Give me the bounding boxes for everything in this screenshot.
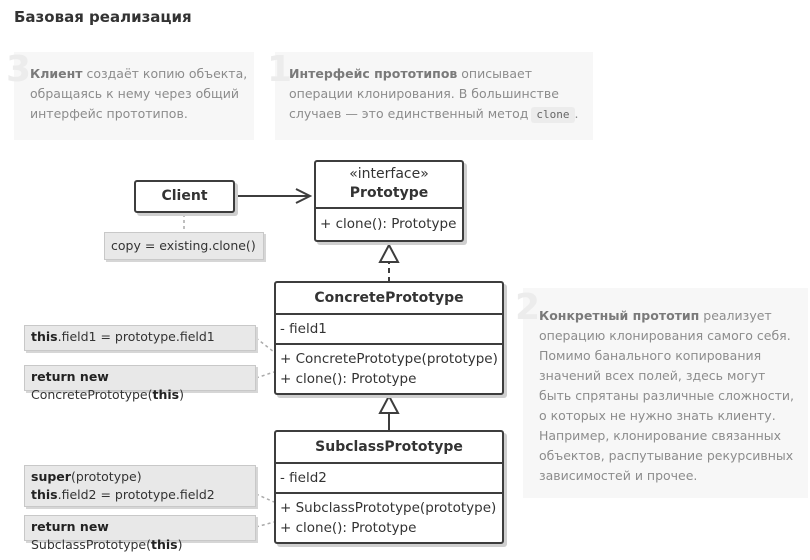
note-client: 3 Клиент создаёт копию объекта, обращаяс…: [6, 52, 254, 140]
code-keyword: super: [31, 469, 71, 484]
class-name: ConcretePrototype: [276, 283, 502, 315]
note-text: Клиент создаёт копию объекта, обращаясь …: [30, 64, 250, 124]
code-text: ): [179, 387, 184, 402]
code-note-concrete-ctor: this.field1 = prototype.field1: [24, 325, 256, 351]
note-number: 3: [6, 49, 32, 90]
class-header: «interface» Prototype: [316, 162, 462, 209]
sub-ctor-link: [255, 493, 275, 503]
note-body: описывает операции клонирования. В больш…: [289, 66, 559, 121]
code-text: (prototype): [70, 469, 142, 484]
method: + clone(): Prototype: [280, 520, 417, 536]
class-concrete-prototype: ConcretePrototype - field1 + ConcretePro…: [274, 281, 504, 395]
code-note-concrete-clone: return new ConcretePrototype(this): [24, 365, 256, 402]
note-text: Конкретный прототип реализует операцию к…: [539, 306, 801, 486]
class-name: Client: [161, 188, 208, 204]
note-bold: Конкретный прототип: [539, 308, 700, 323]
code-note-sub-clone: return new SubclassPrototype(this): [24, 515, 256, 552]
class-fields: - field1: [276, 315, 502, 345]
method: + clone(): Prototype: [280, 371, 417, 387]
code-keyword: this: [152, 387, 180, 402]
page-title: Базовая реализация: [14, 8, 192, 26]
code-keyword: return new: [31, 369, 109, 384]
code-note-client: copy = existing.clone(): [104, 232, 264, 260]
class-stereotype: «interface»: [349, 166, 429, 182]
code-text: ConcretePrototype(: [31, 387, 153, 402]
method: + ConcretePrototype(prototype): [280, 351, 498, 367]
code-text: .field2 = prototype.field2: [57, 487, 215, 502]
note-interface: 1 Интерфейс прототипов описывает операци…: [267, 52, 593, 140]
code-line: super(prototype): [31, 468, 249, 486]
class-client: Client: [134, 180, 235, 213]
field: - field2: [280, 470, 327, 486]
note-number: 1: [267, 49, 293, 90]
note-body: реализует операцию клонирования самого с…: [539, 308, 794, 483]
class-fields: - field2: [276, 464, 502, 494]
class-methods: + SubclassPrototype(prototype) + clone()…: [276, 494, 502, 542]
code-keyword: this: [31, 329, 58, 344]
note-number: 2: [515, 287, 541, 328]
method: + SubclassPrototype(prototype): [280, 500, 497, 516]
class-name: Prototype: [349, 185, 429, 201]
code-text: ): [177, 537, 183, 552]
class-methods: + clone(): Prototype: [316, 209, 462, 238]
note-bold: Клиент: [30, 66, 83, 81]
code-keyword: this: [151, 537, 178, 552]
code-clone: clone: [531, 107, 575, 123]
code-keyword: return new: [31, 519, 109, 534]
note-bold: Интерфейс прототипов: [289, 66, 458, 81]
sub-clone-link: [255, 521, 275, 528]
code-keyword: this: [31, 487, 58, 502]
class-methods: + ConcretePrototype(prototype) + clone()…: [276, 345, 502, 393]
association-arrowhead: [295, 188, 313, 204]
note-text: Интерфейс прототипов описывает операции …: [289, 64, 579, 124]
method: + clone(): Prototype: [320, 216, 457, 232]
code-line: this.field2 = prototype.field2: [31, 486, 249, 504]
code-note-sub-ctor: super(prototype) this.field2 = prototype…: [24, 465, 256, 507]
class-prototype: «interface» Prototype + clone(): Prototy…: [314, 160, 464, 242]
note-body: создаёт копию объекта, обращаясь к нему …: [30, 66, 248, 121]
class-subclass-prototype: SubclassPrototype - field2 + SubclassPro…: [274, 430, 504, 544]
concrete-ctor-link: [255, 337, 275, 353]
code-text: .field1 = prototype.field1: [57, 329, 215, 344]
note-tail: .: [574, 106, 579, 121]
note-concrete: 2 Конкретный прототип реализует операцию…: [515, 288, 808, 498]
class-name: SubclassPrototype: [276, 432, 502, 464]
inheritance-arrowhead: [378, 393, 400, 414]
field: - field1: [280, 321, 327, 337]
code-text: SubclassPrototype(: [31, 537, 152, 552]
realization-arrowhead: [378, 242, 400, 263]
concrete-clone-link: [255, 371, 275, 379]
